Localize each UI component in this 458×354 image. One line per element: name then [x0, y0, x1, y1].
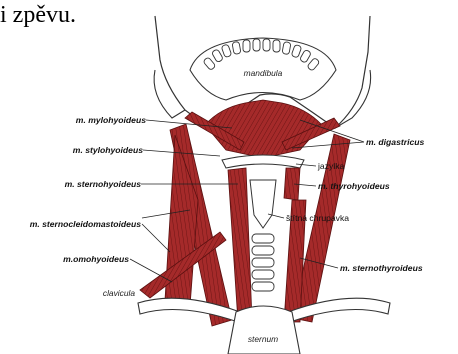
label-stitna-chrupavka: štítná chrupavka: [286, 213, 349, 223]
label-stylohyoideus: m. stylohyoideus: [73, 145, 143, 155]
label-sternothyroideus: m. sternothyroideus: [340, 263, 423, 273]
label-sternum: sternum: [248, 334, 278, 344]
label-sternohyoideus: m. sternohyoideus: [65, 179, 142, 189]
hyoid-bone: [222, 155, 304, 168]
label-jazylka: jazylka: [317, 161, 344, 171]
label-clavicula: clavicula: [103, 288, 135, 298]
label-thyrohyoideus: m. thyrohyoideus: [318, 181, 390, 191]
label-mylohyoideus: m. mylohyoideus: [76, 115, 146, 125]
label-omohyoideus: m.omohyoideus: [63, 254, 129, 264]
sternum-bone: [228, 306, 300, 354]
label-digastricus: m. digastricus: [366, 137, 424, 147]
sternohyoideus-left: [228, 168, 252, 322]
label-mandibula: mandibula: [244, 68, 283, 78]
thyroid-cartilage: [250, 180, 276, 228]
label-sternocleidomastoideus: m. sternocleidomastoideus: [30, 219, 141, 229]
trachea-rings: [252, 234, 274, 291]
